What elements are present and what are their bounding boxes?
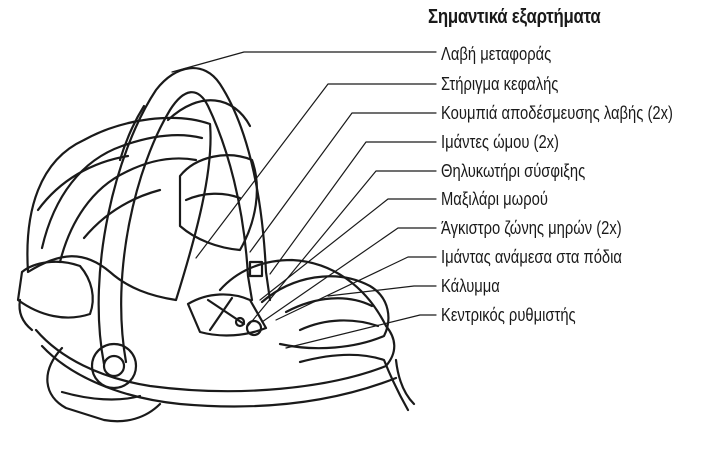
label-central-adjuster: Κεντρικός ρυθμιστής (441, 305, 576, 325)
label-lap-belt-hook: Άγκιστρο ζώνης μηρών (2x) (441, 218, 622, 238)
leader-lines (171, 51, 437, 349)
leader-line-8 (275, 256, 437, 321)
label-headrest: Στήριγμα κεφαλής (441, 74, 559, 94)
leader-line-2 (195, 83, 437, 259)
car-seat-body (16, 99, 416, 423)
diagram-title: Σημαντικά εξαρτήματα (428, 6, 601, 28)
label-cover: Κάλυμμα (441, 276, 500, 296)
label-shoulder-straps: Ιμάντες ώμου (2x) (441, 132, 559, 152)
leader-line-6 (259, 198, 437, 301)
leader-line-3 (249, 112, 437, 253)
carry-handle (97, 67, 272, 366)
label-handle-release-buttons: Κουμπιά αποδέσμευσης λαβής (2x) (441, 103, 673, 123)
label-carry-handle: Λαβή μεταφοράς (441, 44, 552, 64)
label-harness-buckle: Θηλυκωτήρι σύσφιξης (441, 161, 586, 181)
leader-line-5 (247, 170, 437, 327)
leader-line-7 (261, 227, 437, 323)
leader-line-10 (285, 314, 437, 349)
leader-line-1 (171, 51, 437, 73)
leader-line-9 (327, 285, 437, 297)
leader-line-4 (269, 141, 437, 275)
label-crotch-strap: Ιμάντας ανάμεσα στα πόδια (441, 247, 622, 267)
label-baby-cushion: Μαξιλάρι μωρού (441, 189, 548, 209)
